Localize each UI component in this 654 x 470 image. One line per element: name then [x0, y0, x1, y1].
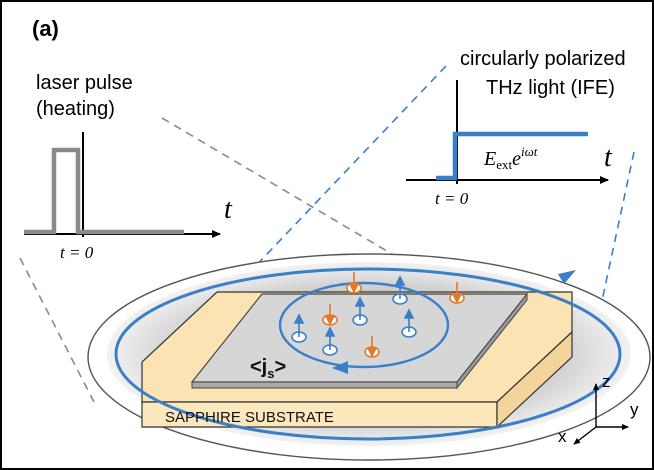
laser-t0-label: t = 0 [60, 243, 94, 262]
thz-t0-label: t = 0 [435, 189, 469, 208]
polarization-ring-arrow [558, 270, 576, 284]
spin-current-arrow [332, 361, 348, 374]
thz-step-trace [436, 131, 588, 181]
laser-t-axis-label: t [224, 194, 233, 225]
laser-title-line2: (heating) [36, 98, 115, 120]
substrate-label: SAPPHIRE SUBSTRATE [165, 409, 334, 426]
axis-y-label: y [630, 400, 639, 419]
spin-current-loop [278, 281, 450, 369]
axis-z-label: z [602, 372, 611, 391]
spin-down-moments [322, 272, 465, 358]
coordinate-axes [573, 383, 629, 445]
thz-title-line2: THz light (IFE) [486, 77, 615, 99]
polarization-ring [114, 267, 622, 441]
spin-up-moments [291, 275, 417, 356]
thin-film [190, 292, 529, 390]
panel-label: (a) [32, 16, 59, 41]
thz-field-label: Eexteiωt [483, 144, 538, 172]
laser-inset: laser pulse (heating) t t = 0 [24, 72, 233, 262]
laser-projection-lines [19, 117, 398, 403]
thz-title-line1: circularly polarized [460, 48, 626, 70]
laser-title-line1: laser pulse [36, 72, 133, 94]
thz-t-axis-label: t [604, 142, 613, 173]
spin-current-label: <js> [250, 356, 286, 381]
thz-inset: circularly polarized THz light (IFE) Eex… [406, 48, 626, 208]
laser-pulse-trace [24, 147, 184, 235]
axis-x-label: x [558, 427, 567, 446]
